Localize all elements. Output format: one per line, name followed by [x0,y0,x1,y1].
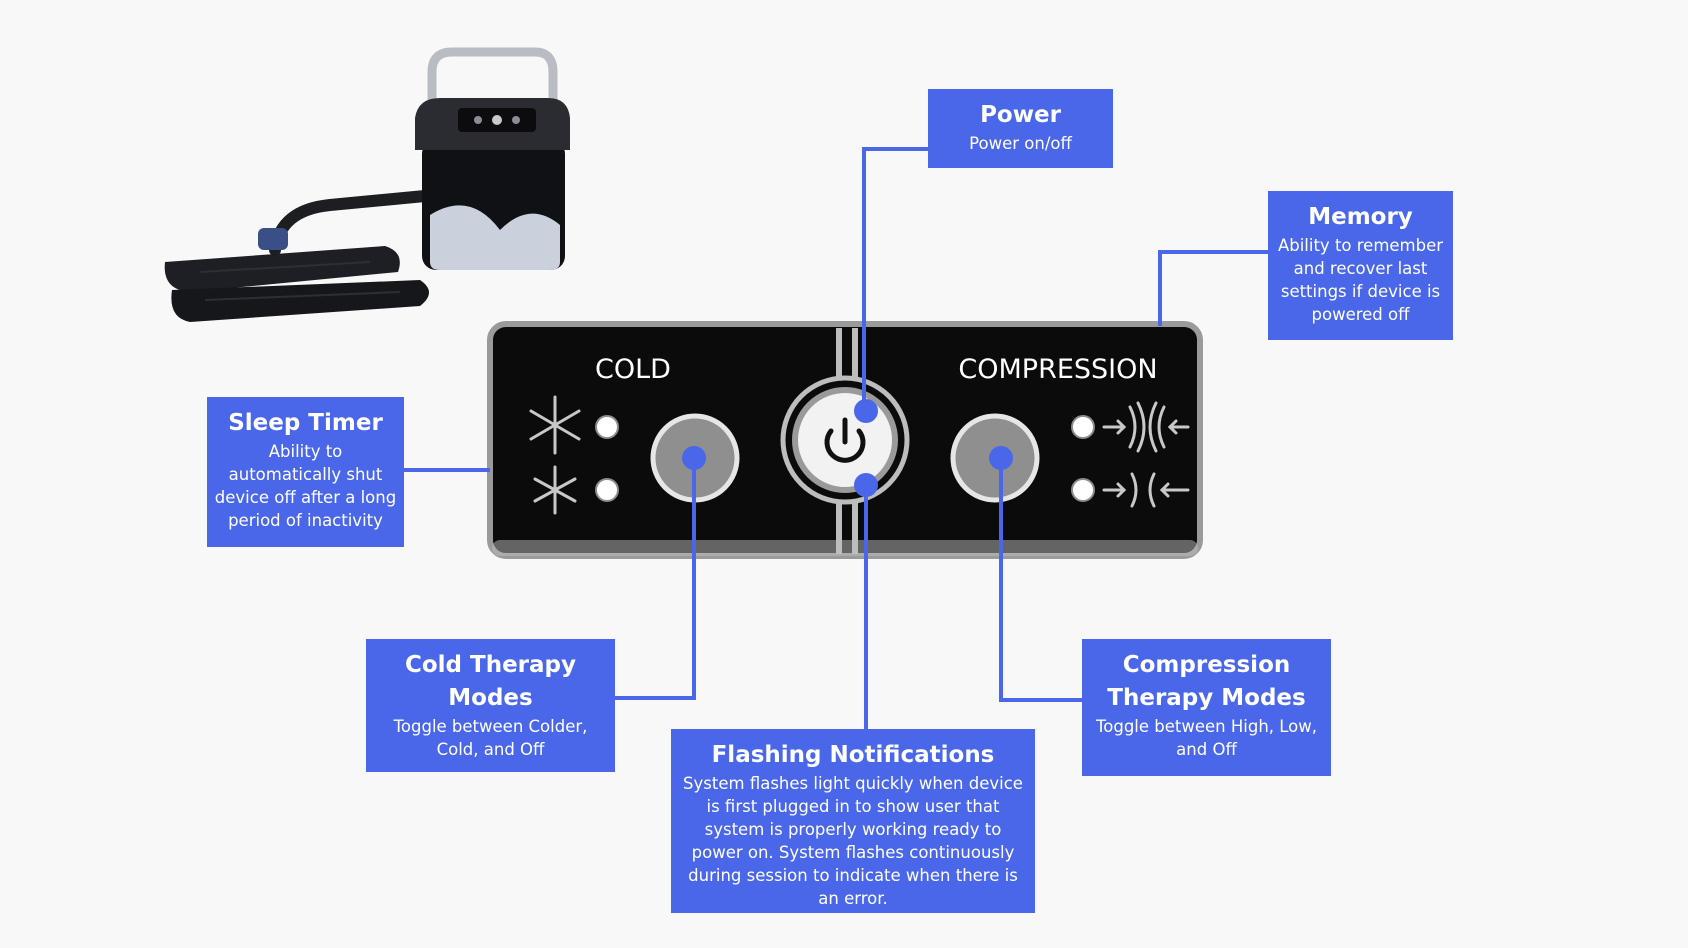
connector-lines [404,147,1268,729]
callout-desc: System flashes light quickly when device… [683,774,1023,908]
compression-label: COMPRESSION [958,354,1157,385]
flashing-notifications-callout: Flashing Notifications System flashes li… [671,729,1035,913]
colder-indicator [595,415,619,439]
callout-title: Flashing Notifications [711,742,995,768]
callout-title: Power [980,102,1061,128]
callout-desc: Toggle between High, Low, and Off [1095,717,1318,759]
callout-title: Cold Therapy Modes [404,652,577,711]
power-connector [862,147,928,411]
connector-dots [682,399,1013,497]
sleep-timer-callout: Sleep Timer Ability to automatically shu… [207,397,404,547]
callout-title: Memory [1308,204,1413,230]
compression-low-indicator [1071,478,1095,502]
callout-desc: Ability to automatically shut device off… [214,442,397,530]
compression-arrows-icon [1102,401,1190,508]
compression-high-indicator [1071,415,1095,439]
memory-connector [1158,250,1268,326]
snowflake-icon [529,395,581,455]
cold-modes-connector [615,458,696,700]
compression-modes-callout: Compression Therapy Modes Toggle between… [1082,639,1331,776]
callout-desc: Power on/off [969,134,1072,153]
snowflake-small-icon [533,465,577,515]
power-icon [824,417,866,463]
cold-modes-callout: Cold Therapy Modes Toggle between Colder… [366,639,615,772]
callout-title: Compression Therapy Modes [1107,652,1306,711]
cold-label: COLD [595,354,671,385]
cold-indicator [595,478,619,502]
memory-callout: Memory Ability to remember and recover l… [1268,191,1453,340]
compression-modes-connector [999,458,1082,702]
power-callout: Power Power on/off [928,89,1113,168]
callout-desc: Toggle between Colder, Cold, and Off [393,717,588,759]
callout-title: Sleep Timer [228,410,383,436]
callout-desc: Ability to remember and recover last set… [1277,236,1444,324]
